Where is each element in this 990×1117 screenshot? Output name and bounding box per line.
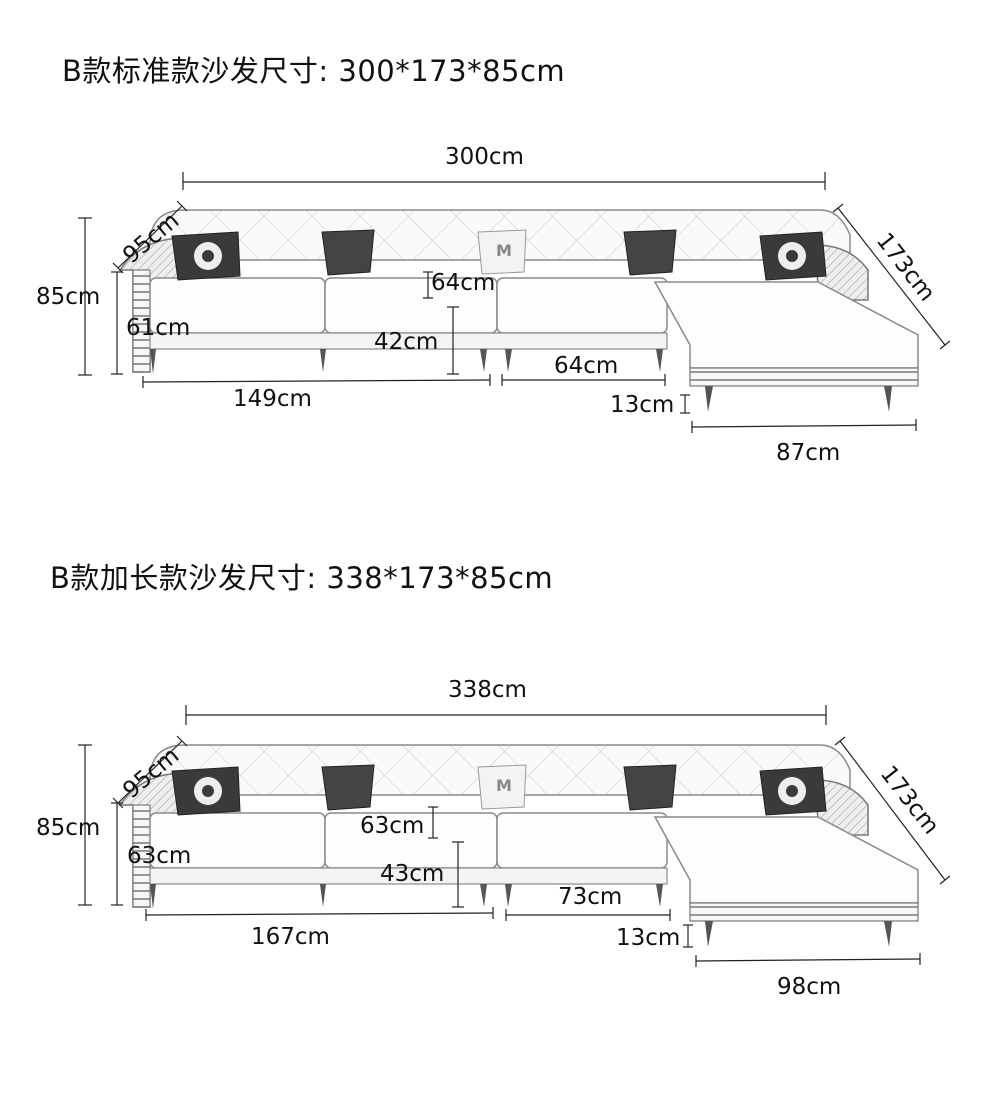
dim-chaise-width-label: 98cm (777, 974, 841, 1000)
dim-chaise-width-label: 87cm (776, 440, 840, 466)
dim-mid-width-label: 64cm (554, 353, 618, 379)
dim-seat-total-label: 63cm (127, 843, 191, 869)
dim-width-label: 338cm (448, 677, 527, 703)
sofa-drawing (119, 744, 919, 948)
dim-seat-total-label: 61cm (126, 315, 190, 341)
section-2-title: B款加长款沙发尺寸: 338*173*85cm (50, 561, 554, 595)
dim-height-label: 85cm (36, 284, 100, 310)
dim-left-width-label: 149cm (233, 386, 312, 412)
dim-seat-height-label: 43cm (380, 861, 444, 887)
dim-back-height-label: 63cm (360, 813, 424, 839)
dim-left-width-label: 167cm (251, 924, 330, 950)
dim-height-label: 85cm (36, 815, 100, 841)
section-1-diagram: 300cm 95cm 85cm 61cm 173cm 64cm 42cm 149… (36, 144, 951, 466)
dim-seat-height-label: 42cm (374, 329, 438, 355)
dim-leg-height-label: 13cm (610, 392, 674, 418)
section-2-diagram: 338cm 95cm 85cm 63cm 173cm 63cm 43cm 167… (36, 677, 951, 1000)
section-1-title: B款标准款沙发尺寸: 300*173*85cm (62, 54, 566, 88)
dim-leg-height-label: 13cm (616, 925, 680, 951)
dim-mid-width-label: 73cm (558, 884, 622, 910)
dim-back-height-label: 64cm (431, 270, 495, 296)
dim-width-label: 300cm (445, 144, 524, 170)
